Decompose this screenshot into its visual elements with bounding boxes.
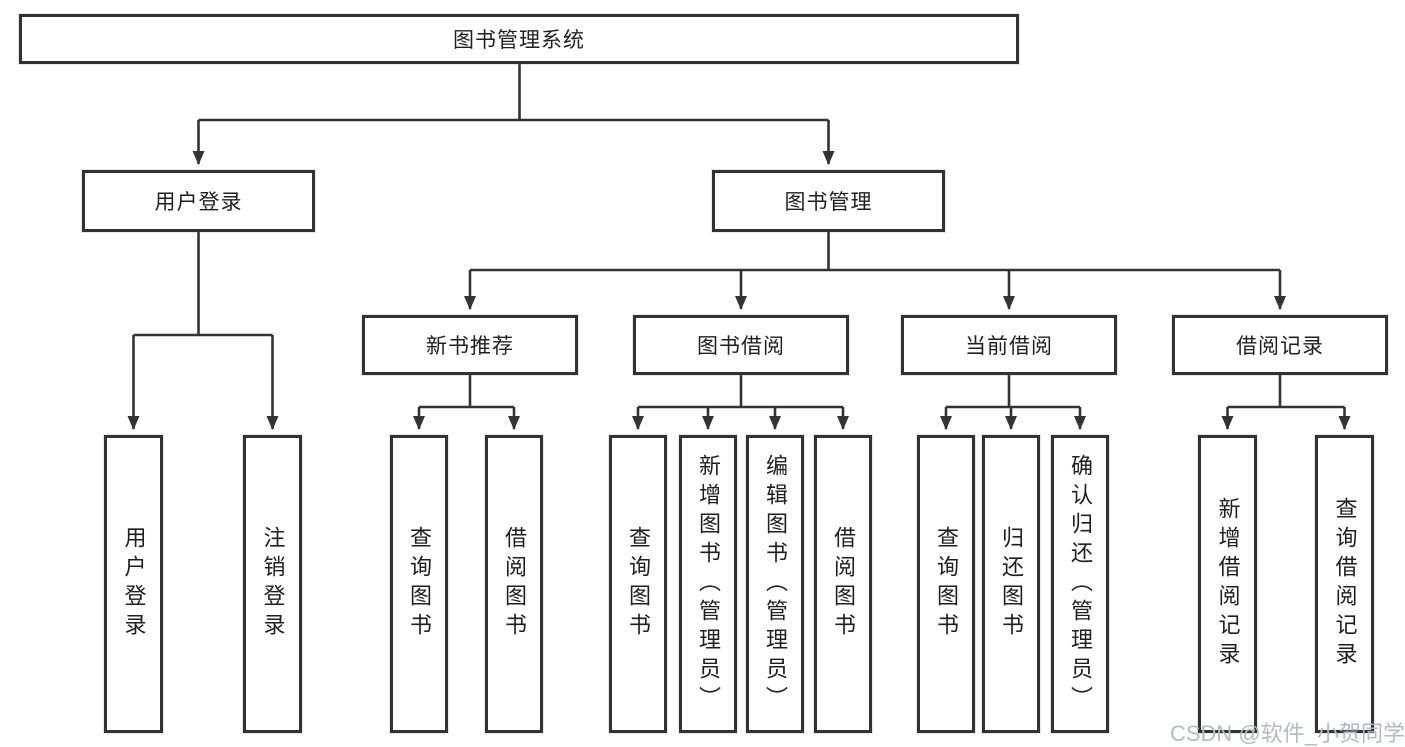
node-current-borrowing-label: 当前借阅: [965, 335, 1053, 358]
leaf-confirm-return-admin-label: 确认归还（管理员）: [1068, 453, 1093, 715]
leaf-query-borrow-record-label: 查询借阅记录: [1332, 497, 1358, 671]
leaf-query-books-c: 查询图书: [917, 435, 975, 733]
leaf-logout-label: 注销登录: [260, 526, 286, 642]
leaf-logout: 注销登录: [243, 435, 302, 733]
node-new-book-recommend-label: 新书推荐: [426, 335, 514, 358]
node-new-book-recommend: 新书推荐: [362, 315, 578, 375]
leaf-borrow-books-a-label: 借阅图书: [502, 526, 527, 642]
node-current-borrowing: 当前借阅: [901, 315, 1117, 375]
node-book-borrowing: 图书借阅: [633, 315, 849, 375]
node-book-management-label: 图书管理: [784, 191, 873, 214]
leaf-user-login-label: 用户登录: [121, 526, 147, 642]
node-library-system: 图书管理系统: [19, 14, 1019, 64]
node-borrowing-records: 借阅记录: [1172, 315, 1388, 375]
leaf-return-books: 归还图书: [982, 435, 1040, 733]
leaf-add-borrow-record-label: 新增借阅记录: [1215, 497, 1241, 671]
leaf-user-login: 用户登录: [104, 435, 163, 733]
node-book-borrowing-label: 图书借阅: [697, 335, 785, 358]
leaf-query-books-b: 查询图书: [609, 435, 667, 733]
node-book-management: 图书管理: [712, 170, 945, 232]
leaf-borrow-books-b-label: 借阅图书: [831, 526, 856, 642]
leaf-add-books-admin: 新增图书（管理员）: [679, 435, 737, 733]
leaf-query-books-b-label: 查询图书: [626, 526, 651, 642]
leaf-add-books-admin-label: 新增图书（管理员）: [696, 453, 721, 715]
node-user-login-label: 用户登录: [154, 191, 243, 214]
leaf-confirm-return-admin: 确认归还（管理员）: [1051, 435, 1109, 733]
leaf-borrow-books-a: 借阅图书: [485, 435, 543, 733]
leaf-add-borrow-record: 新增借阅记录: [1198, 435, 1257, 733]
csdn-watermark: CSDN @软件_小贺同学: [1169, 721, 1405, 746]
node-borrowing-records-label: 借阅记录: [1236, 335, 1324, 358]
leaf-query-borrow-record: 查询借阅记录: [1315, 435, 1374, 733]
leaf-query-books-c-label: 查询图书: [934, 526, 959, 642]
node-user-login: 用户登录: [82, 170, 315, 232]
leaf-edit-books-admin: 编辑图书（管理员）: [746, 435, 804, 733]
leaf-borrow-books-b: 借阅图书: [814, 435, 872, 733]
leaf-edit-books-admin-label: 编辑图书（管理员）: [763, 453, 788, 715]
leaf-query-books-a-label: 查询图书: [407, 526, 432, 642]
leaf-return-books-label: 归还图书: [999, 526, 1024, 642]
leaf-query-books-a: 查询图书: [390, 435, 448, 733]
node-library-system-label: 图书管理系统: [453, 29, 585, 52]
